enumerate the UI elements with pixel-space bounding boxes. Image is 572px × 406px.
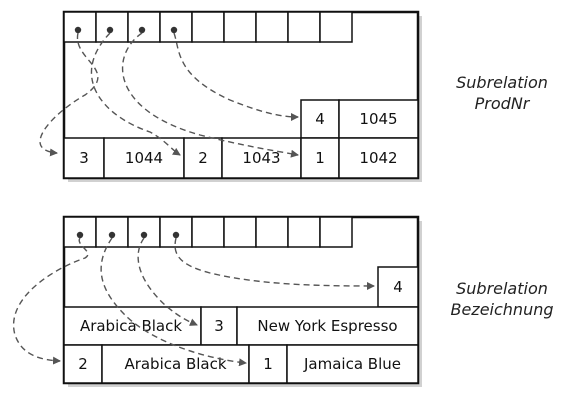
cell: [221, 137, 302, 179]
cell-text: Jamaica Blue: [303, 355, 401, 373]
cell: [63, 137, 105, 179]
caption-line: Bezeichnung: [450, 300, 554, 319]
slot-directory: [63, 216, 353, 248]
slot-pointer-dot: [140, 231, 148, 239]
cell: [248, 344, 288, 384]
record-row-lower: 3 1044 2 1043 1 1042: [63, 137, 419, 179]
cell: [236, 306, 419, 346]
cell-text: 4: [315, 110, 325, 128]
cell-text: 1: [315, 149, 325, 167]
page-bezeichnung: 4 Arabica Black 3 New York Espresso 2 Ar…: [12, 215, 422, 387]
slot-pointer-dot: [74, 26, 82, 34]
slot-directory: [63, 11, 353, 43]
record-4: 4 1045: [300, 99, 419, 139]
cell-text: New York Espresso: [257, 317, 397, 335]
pointer-arrows: [39, 32, 299, 158]
record-row-middle: Arabica Black 3 New York Espresso: [63, 306, 419, 346]
cell-text: 3: [214, 317, 224, 335]
record-4: 4: [377, 266, 419, 308]
page-prodnr: 4 1045 3 1044 2 1043 1 1042: [39, 10, 422, 182]
cell: [200, 306, 238, 346]
cell: [101, 344, 250, 384]
caption-line: Subrelation: [456, 73, 548, 92]
cell-text: 1: [263, 355, 273, 373]
slot-pointer-dot: [138, 26, 146, 34]
cell-text: 2: [198, 149, 208, 167]
cell-text: 1044: [125, 149, 163, 167]
cell-text: 1045: [359, 110, 397, 128]
caption-line: ProdNr: [474, 94, 530, 113]
record-row-lower: 2 Arabica Black 1 Jamaica Blue: [63, 344, 419, 384]
cell: [338, 137, 419, 179]
cell-text: Arabica Black: [124, 355, 226, 373]
slot-pointer-dot: [170, 26, 178, 34]
slot-pointer-dot: [76, 231, 84, 239]
cell-text: 3: [79, 149, 89, 167]
cell-text: 1043: [242, 149, 280, 167]
slot-pointer-dot: [108, 231, 116, 239]
slot-pointer-dot: [106, 26, 114, 34]
cell-text: 1042: [359, 149, 397, 167]
cell-text: 2: [78, 355, 88, 373]
caption-line: Subrelation: [456, 279, 548, 298]
cell-text: Arabica Black: [80, 317, 182, 335]
cell: [286, 344, 419, 384]
caption-prodnr: Subrelation ProdNr: [432, 72, 572, 114]
cell: [300, 99, 340, 139]
cell-text: 4: [393, 278, 403, 296]
slot-pointer-dot: [172, 231, 180, 239]
caption-bezeichnung: Subrelation Bezeichnung: [432, 278, 572, 320]
cell: [377, 266, 419, 308]
pointer-arrows: [12, 237, 375, 367]
cell: [103, 137, 185, 179]
